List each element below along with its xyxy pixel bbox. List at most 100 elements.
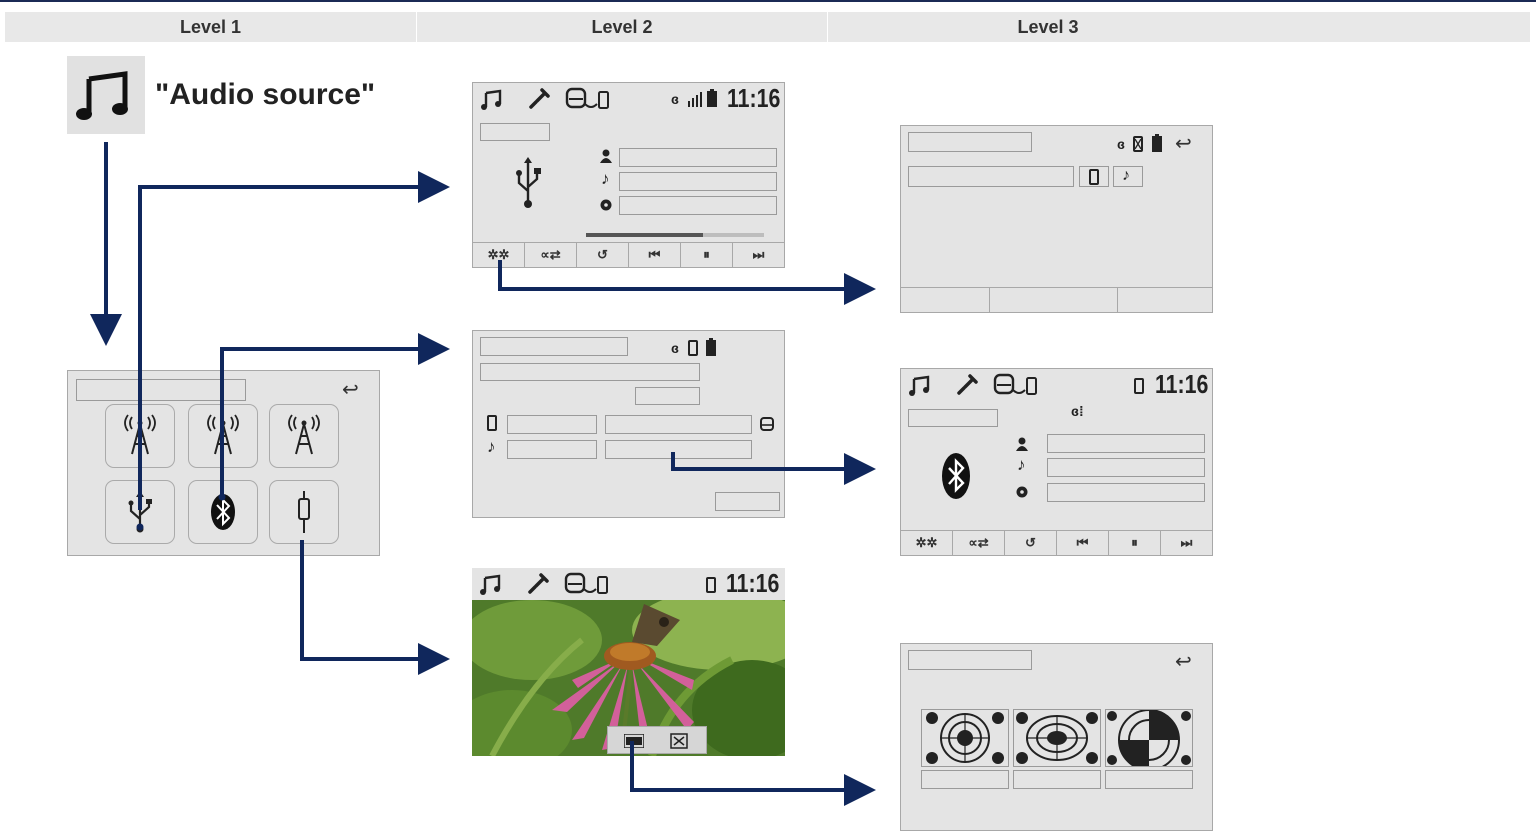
bluetooth-phone-status-icon: ɞ⁞ [1071,403,1084,419]
back-icon[interactable]: ↩ [342,379,359,401]
music-option-button[interactable]: ♪ [1113,166,1143,187]
picture-format-arrow [630,741,876,806]
music-profile-icon: ♪ [487,437,496,456]
small-button-field[interactable] [635,387,700,405]
settings-button-1[interactable] [901,288,990,312]
source-name-field [480,123,550,141]
option-field[interactable] [908,166,1074,187]
title-field [619,172,777,191]
level-1-heading: Level 1 [179,17,242,37]
phone-icon [706,577,716,593]
usb-settings-screen: ɞ ↩ ♪ [900,125,1213,313]
aux-to-video-arrow [300,540,450,675]
format-option-1[interactable] [921,709,1009,767]
phone-tab-icon[interactable] [955,373,979,397]
picture-settings-icon[interactable] [670,733,688,749]
format-label-3 [1105,770,1193,789]
top-rule [0,0,1536,2]
bluetooth-status-icon: ɞ [671,91,679,107]
phone-device-field[interactable] [605,415,752,434]
audio-source-label: "Audio source" [155,78,376,111]
format-option-2[interactable] [1013,709,1101,767]
format-label-1 [921,770,1009,789]
device-name-field [480,363,700,381]
title-icon: ♪ [601,169,610,188]
artist-field [1047,434,1205,453]
settings-icon[interactable]: ✲✲ [473,243,525,267]
video-controls [607,726,707,754]
phone-tab-icon[interactable] [527,87,551,111]
settings-title-field [908,132,1032,152]
car-phone-connection-icon[interactable] [565,86,613,112]
media-control-bar: ✲✲ ∝⇄ ↺ ⏮ ⏸ ⏭ [473,242,784,267]
previous-icon[interactable]: ⏮ [1057,531,1109,555]
shuffle-icon[interactable]: ∝⇄ [953,531,1005,555]
format-option-3[interactable] [1105,709,1193,771]
level-2-heading: Level 2 [591,17,653,37]
bluetooth-connections-screen: ɞ ♪ [472,330,785,518]
picture-format-screen: ↩ [900,643,1213,831]
audio-source-button[interactable] [67,56,145,134]
music-device-field[interactable] [605,440,752,459]
battery-icon [707,89,717,107]
usb-settings-arrow [498,260,876,305]
battery-icon [1152,134,1162,152]
bluetooth-large-icon [942,453,970,499]
settings-icon[interactable]: ✲✲ [901,531,953,555]
car-phone-connection-icon[interactable] [564,571,612,597]
confirm-button-field[interactable] [715,492,780,511]
next-icon[interactable]: ⏭ [752,247,765,262]
screen-title-field [480,337,628,356]
level-3-heading: Level 3 [1017,17,1079,37]
media-control-bar: ✲✲ ∝⇄ ↺ ⏮ ⏸ ⏭ [901,530,1212,555]
signal-strength-icon [688,92,702,107]
bluetooth-player-screen: 11:16 ɞ⁞ ♪ ✲✲ ∝⇄ ↺ ⏮ ⏸ ⏭ [900,368,1213,556]
aux-source-tile[interactable] [269,480,339,544]
progress-bar [586,233,764,237]
previous-icon[interactable]: ⏮ [629,243,681,267]
album-icon [600,199,612,211]
music-tab-icon[interactable] [479,572,503,596]
aux-jack-icon [298,491,310,533]
music-note-icon [76,71,128,120]
format-label-2 [1013,770,1101,789]
clock: 11:16 [1155,369,1209,399]
pause-icon[interactable]: ⏸ [681,243,733,267]
usb-to-player-arrow [138,171,450,510]
phone-option-button[interactable] [1079,166,1109,187]
pause-icon[interactable]: ⏸ [1109,531,1161,555]
repeat-icon[interactable]: ↺ [577,243,629,267]
clock: 11:16 [726,568,780,598]
repeat-icon[interactable]: ↺ [1005,531,1057,555]
bluetooth-player-arrow [671,452,876,485]
shuffle-icon[interactable]: ∝⇄ [525,243,577,267]
bluetooth-status-icon: ɞ [671,340,679,356]
radio-antenna-icon [288,414,320,455]
settings-button-bar [901,287,1212,312]
usb-large-icon [516,157,541,208]
phone-profile-field[interactable] [507,415,597,434]
album-field [1047,483,1205,502]
back-icon[interactable]: ↩ [1175,651,1192,673]
music-tab-icon[interactable] [908,373,932,397]
next-icon[interactable]: ⏭ [1180,535,1193,550]
header-divider [416,12,417,42]
phone-tab-icon[interactable] [526,572,550,596]
album-icon [1016,486,1028,498]
car-phone-connection-icon[interactable] [993,372,1041,398]
video-image [472,600,785,756]
music-profile-field[interactable] [507,440,597,459]
bluetooth-to-connections-arrow [220,333,450,497]
clock: 11:16 [727,83,781,113]
battery-icon [706,338,716,356]
level-header: Level 1 Level 2 Level 3 [5,12,1530,42]
back-icon[interactable]: ↩ [1175,133,1192,155]
aux-video-screen: 11:16 [472,568,785,756]
music-tab-icon[interactable] [480,87,504,111]
settings-button-2[interactable] [990,288,1118,312]
radio-source-tile[interactable] [269,404,339,468]
progress-fill [586,233,704,237]
format-title-field [908,650,1032,670]
test-pattern-icon [926,712,1004,764]
test-pattern-icon [1016,712,1098,764]
